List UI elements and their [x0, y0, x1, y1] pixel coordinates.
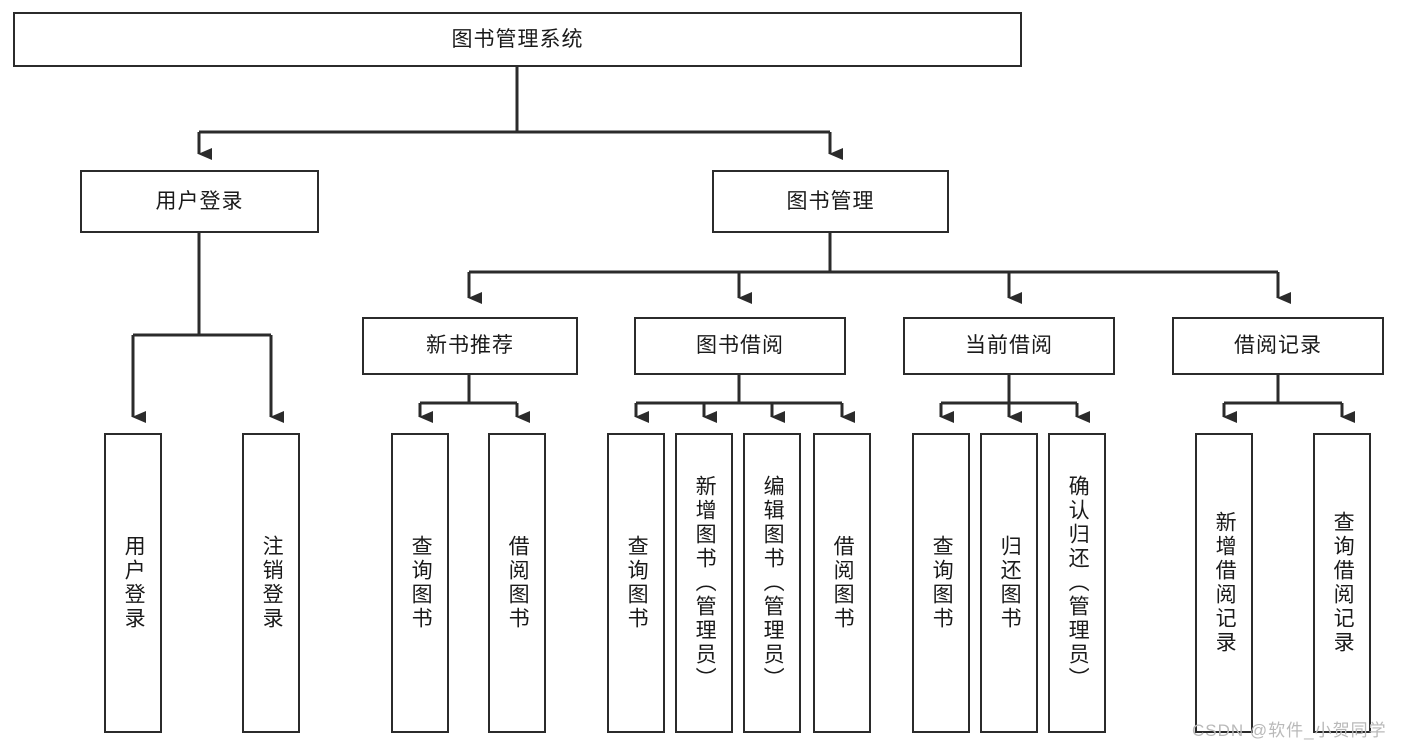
node-user-login-label: 用户登录	[155, 189, 244, 213]
node-leaf-query-book-2[interactable]: 查询图书	[607, 433, 665, 733]
node-borrow-record[interactable]: 借阅记录	[1172, 317, 1384, 375]
node-new-book-rec-label: 新书推荐	[426, 334, 514, 358]
node-leaf-borrow-book-2[interactable]: 借阅图书	[813, 433, 871, 733]
node-book-borrow[interactable]: 图书借阅	[634, 317, 846, 375]
node-leaf-query-record[interactable]: 查询借阅记录	[1313, 433, 1371, 733]
node-leaf-return-book[interactable]: 归还图书	[980, 433, 1038, 733]
node-leaf-user-login-label: 用户登录	[122, 535, 146, 631]
node-leaf-add-record[interactable]: 新增借阅记录	[1195, 433, 1253, 733]
node-user-login[interactable]: 用户登录	[80, 170, 319, 233]
node-leaf-logout[interactable]: 注销登录	[242, 433, 300, 733]
node-book-borrow-label: 图书借阅	[696, 334, 784, 358]
node-leaf-confirm-return-label: 确认归还（管理员）	[1066, 475, 1090, 691]
node-leaf-confirm-return[interactable]: 确认归还（管理员）	[1048, 433, 1106, 733]
node-leaf-query-book-2-label: 查询图书	[625, 535, 649, 631]
node-current-borrow-label: 当前借阅	[965, 334, 1053, 358]
node-leaf-borrow-book-2-label: 借阅图书	[831, 535, 855, 631]
node-leaf-borrow-book-1-label: 借阅图书	[506, 535, 530, 631]
csdn-watermark: CSDN @软件_小贺同学	[1192, 721, 1387, 740]
node-leaf-add-book-label: 新增图书（管理员）	[693, 475, 717, 691]
node-leaf-query-book-1[interactable]: 查询图书	[391, 433, 449, 733]
node-leaf-query-book-3-label: 查询图书	[930, 535, 954, 631]
node-new-book-rec[interactable]: 新书推荐	[362, 317, 578, 375]
node-root[interactable]: 图书管理系统	[13, 12, 1022, 67]
node-leaf-add-record-label: 新增借阅记录	[1213, 511, 1237, 655]
node-leaf-query-book-3[interactable]: 查询图书	[912, 433, 970, 733]
node-current-borrow[interactable]: 当前借阅	[903, 317, 1115, 375]
node-leaf-query-book-1-label: 查询图书	[409, 535, 433, 631]
node-leaf-edit-book-label: 编辑图书（管理员）	[761, 475, 785, 691]
node-book-manage[interactable]: 图书管理	[712, 170, 949, 233]
node-book-manage-label: 图书管理	[786, 189, 875, 213]
node-leaf-logout-label: 注销登录	[260, 535, 284, 631]
node-root-label: 图书管理系统	[451, 27, 584, 51]
node-borrow-record-label: 借阅记录	[1234, 334, 1322, 358]
node-leaf-return-book-label: 归还图书	[998, 535, 1022, 631]
node-leaf-user-login[interactable]: 用户登录	[104, 433, 162, 733]
node-leaf-borrow-book-1[interactable]: 借阅图书	[488, 433, 546, 733]
node-leaf-edit-book[interactable]: 编辑图书（管理员）	[743, 433, 801, 733]
node-leaf-add-book[interactable]: 新增图书（管理员）	[675, 433, 733, 733]
node-leaf-query-record-label: 查询借阅记录	[1331, 511, 1355, 655]
